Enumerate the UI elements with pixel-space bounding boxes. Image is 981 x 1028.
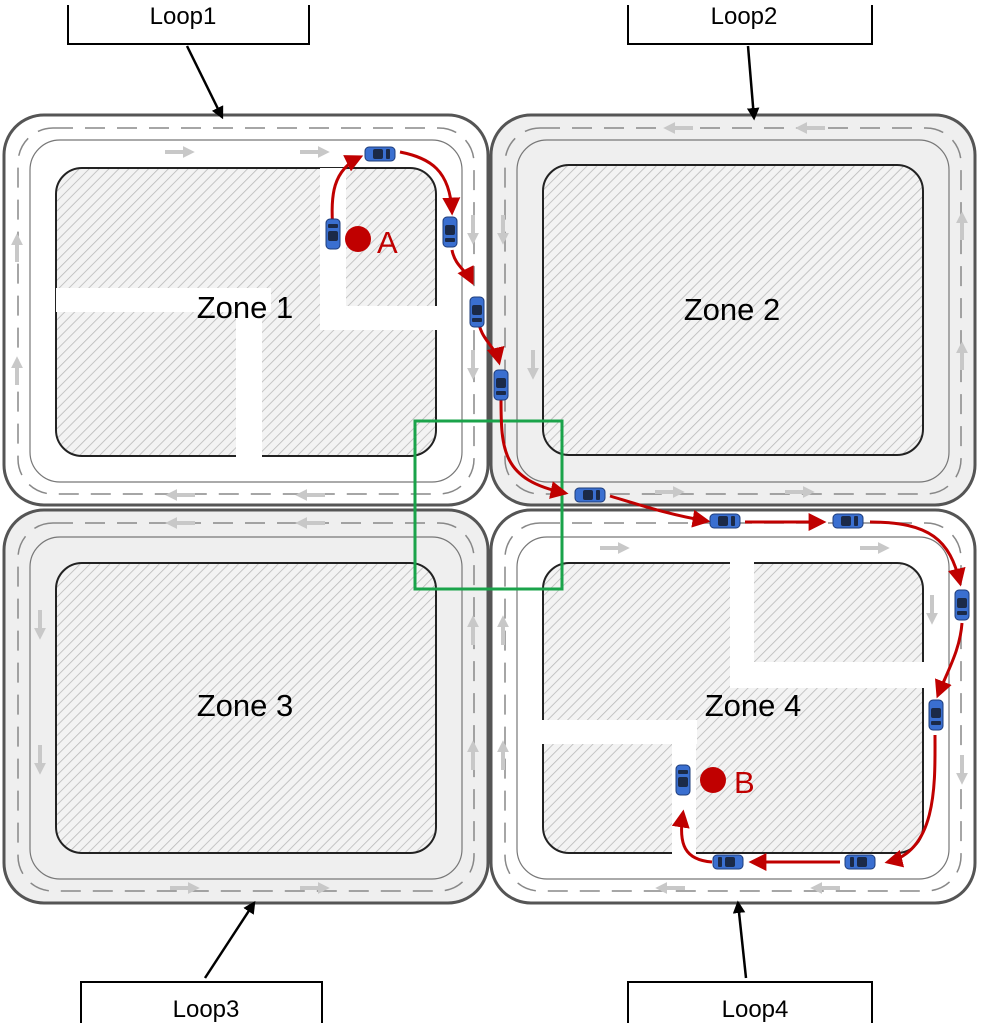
zone-2-label: Zone 2 bbox=[684, 292, 781, 327]
vehicle bbox=[364, 146, 396, 162]
vehicle bbox=[325, 218, 341, 250]
origin-point-marker bbox=[345, 226, 371, 252]
zone-4-internal-streets bbox=[541, 560, 924, 854]
vehicle bbox=[442, 216, 458, 248]
intersection-highlight-box bbox=[413, 419, 564, 591]
vehicle bbox=[574, 487, 606, 503]
vehicle bbox=[954, 589, 970, 621]
vehicle bbox=[493, 369, 509, 401]
loop-1-label: Loop1 bbox=[150, 3, 217, 30]
route-path bbox=[330, 150, 966, 871]
vehicle bbox=[928, 699, 944, 731]
vehicle bbox=[469, 296, 485, 328]
loop-2-label: Loop2 bbox=[711, 3, 778, 30]
zone-3-label: Zone 3 bbox=[197, 688, 294, 723]
vehicle bbox=[712, 854, 744, 870]
loop-3-label: Loop3 bbox=[173, 996, 240, 1023]
origin-point-label: A bbox=[377, 225, 398, 260]
loop-1-callout: Loop1 bbox=[67, 3, 310, 120]
vehicle bbox=[832, 513, 864, 529]
destination-point-marker bbox=[700, 767, 726, 793]
vehicle bbox=[844, 854, 876, 870]
zone-1-label: Zone 1 bbox=[197, 290, 294, 325]
zone-3-block bbox=[55, 562, 437, 854]
zone-4-label: Zone 4 bbox=[705, 688, 802, 723]
zone-2-block bbox=[542, 164, 924, 456]
vehicle bbox=[675, 764, 691, 796]
loop-2-callout: Loop2 bbox=[627, 3, 873, 121]
vehicle bbox=[709, 513, 741, 529]
loop-3-callout: Loop3 bbox=[80, 900, 323, 1023]
loop-4-label: Loop4 bbox=[722, 996, 789, 1023]
traffic-flow-arrows bbox=[11, 122, 968, 894]
loop-4-callout: Loop4 bbox=[627, 900, 873, 1023]
destination-point-label: B bbox=[734, 765, 755, 800]
